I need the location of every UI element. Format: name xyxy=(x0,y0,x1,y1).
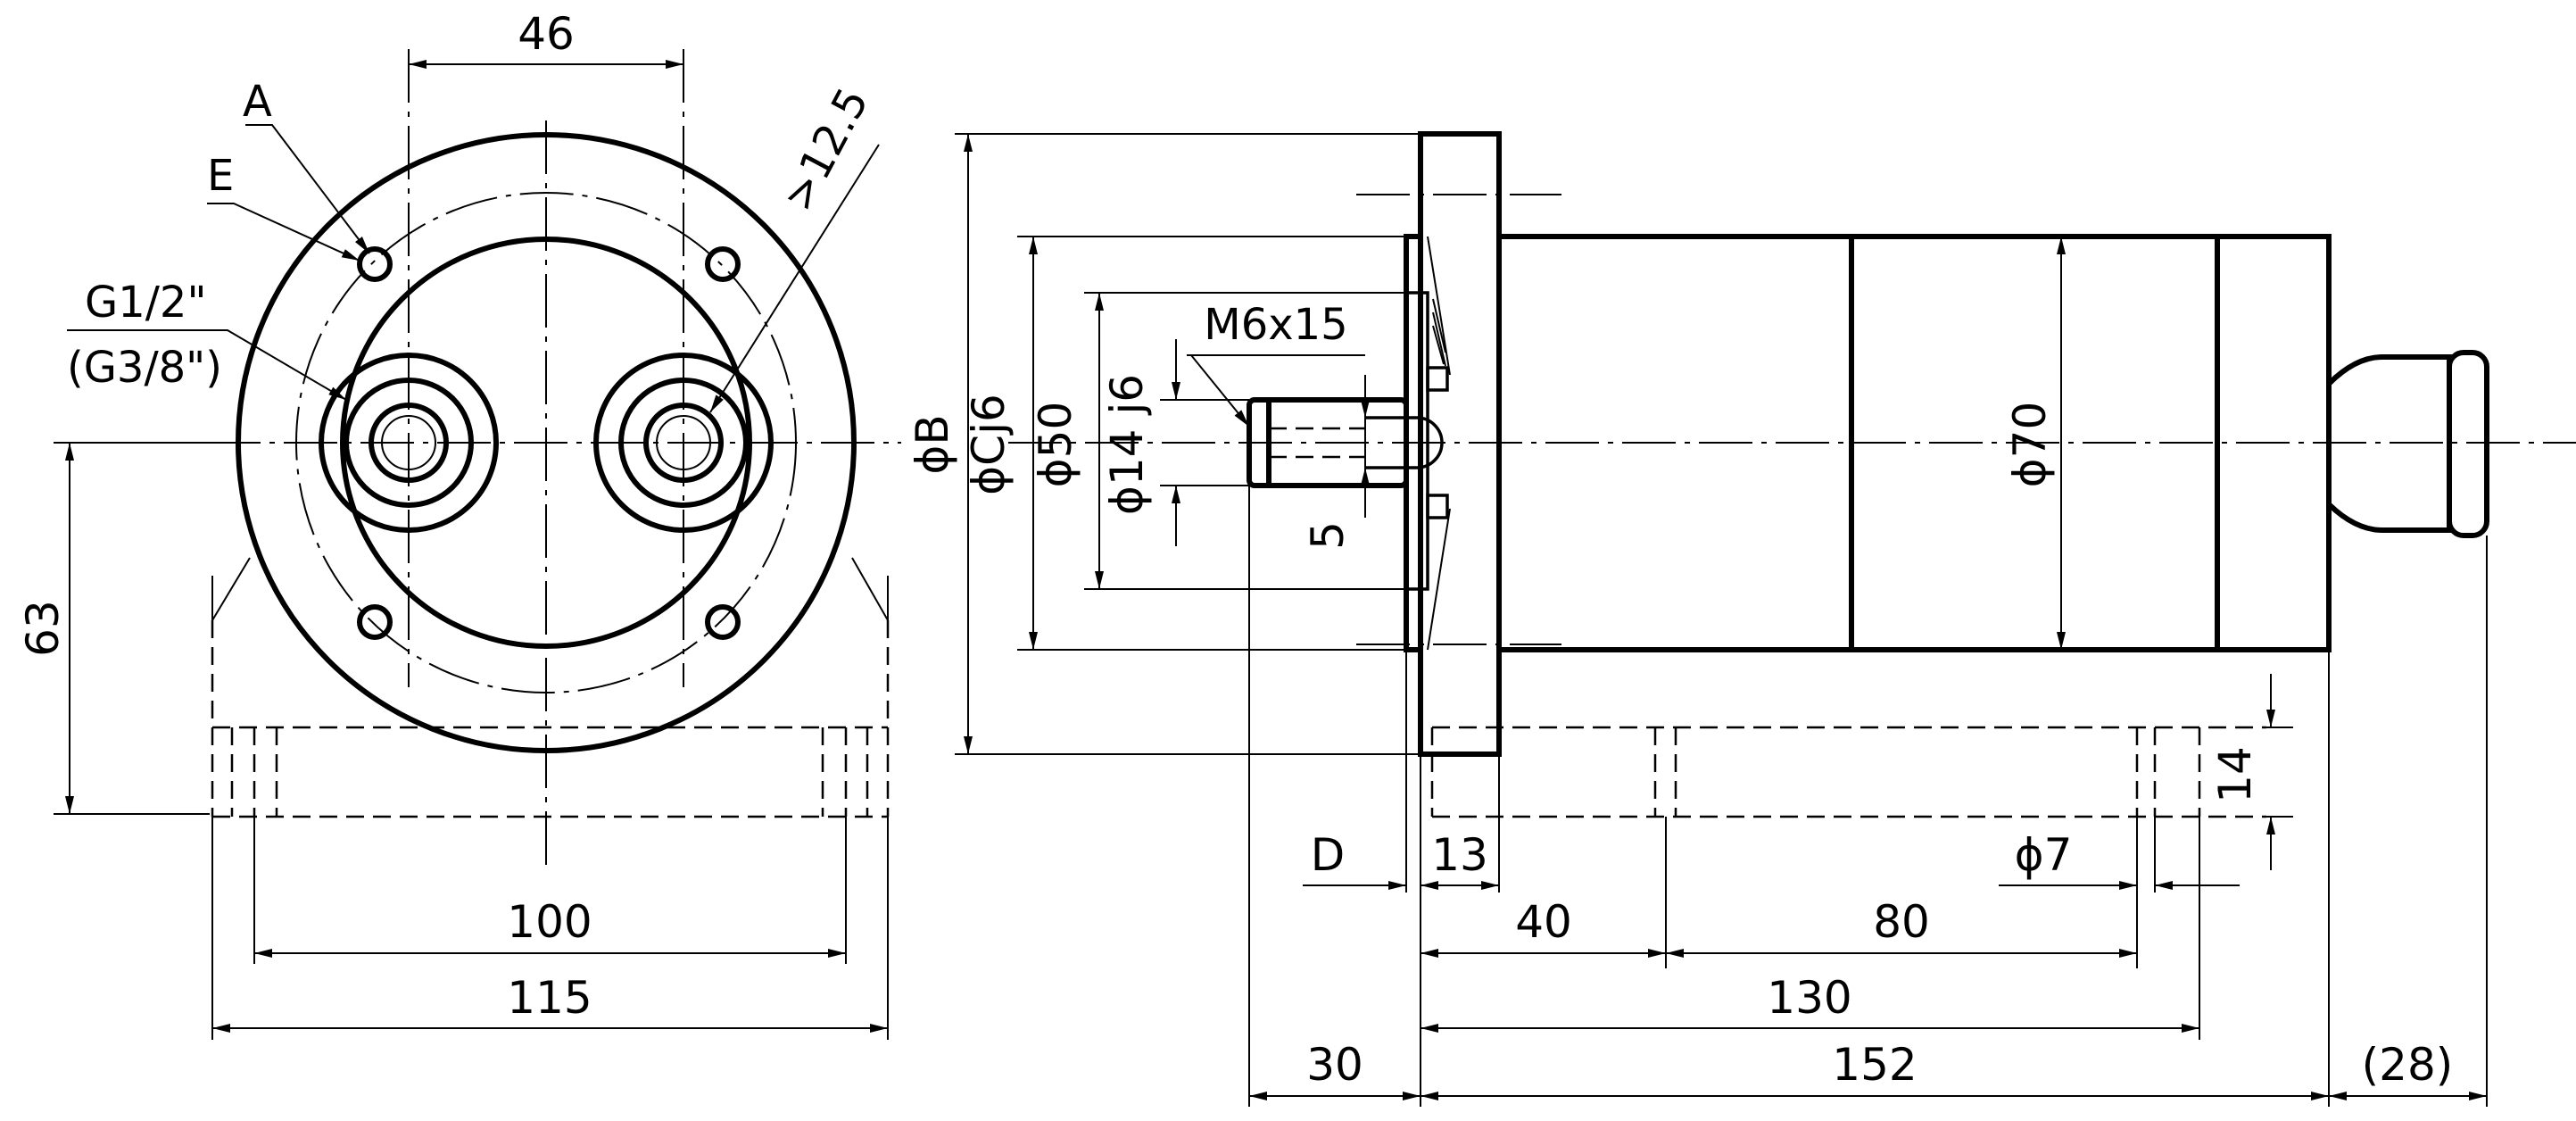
front-port-right xyxy=(593,353,774,533)
dim-7: ϕ7 xyxy=(1999,817,2240,893)
leader-e: E xyxy=(207,151,360,262)
dim-14-label: 14 xyxy=(2209,746,2261,803)
leader-a: A xyxy=(243,77,370,254)
dim-d-label: D xyxy=(1311,829,1346,881)
dim-70: ϕ70 xyxy=(2004,237,2066,650)
dim-100: 100 xyxy=(253,817,847,964)
mounting-hole xyxy=(705,246,741,282)
dim-13: 13 xyxy=(1421,829,1499,890)
dim-152: 152 xyxy=(1421,1039,2329,1100)
dim-115-label: 115 xyxy=(507,972,592,1024)
dim-80-label: 80 xyxy=(1873,896,1930,948)
dim-b: ϕB xyxy=(907,133,1421,755)
dim-70-label: ϕ70 xyxy=(2004,402,2056,488)
side-foot-bracket xyxy=(1430,726,2266,818)
front-port-left xyxy=(319,353,499,533)
thread-callout: M6x15 xyxy=(1187,300,1365,428)
dim-b-label: ϕB xyxy=(907,414,958,474)
dim-63: 63 xyxy=(17,442,210,815)
dim-28-label: (28) xyxy=(2362,1039,2454,1091)
dim-115: 115 xyxy=(211,817,889,1040)
dim-5: 5 xyxy=(1302,375,1370,550)
dim-cj6: ϕCj6 xyxy=(963,236,1406,651)
dim-130: 130 xyxy=(1421,972,2199,1033)
dim-40: 40 xyxy=(1421,896,1666,958)
dim-30-label: 30 xyxy=(1306,1039,1363,1091)
dim-12-5-label: >12.5 xyxy=(773,79,879,219)
front-pilot-circle xyxy=(340,237,752,649)
front-foot-bracket xyxy=(211,557,890,818)
port-thread-alt: (G3/8") xyxy=(67,343,222,393)
dim-5-label: 5 xyxy=(1302,521,1354,550)
dim-28: (28) xyxy=(2329,1039,2487,1100)
leader-port-thread: G1/2" (G3/8") xyxy=(67,278,347,401)
dim-63-label: 63 xyxy=(17,600,69,657)
front-bolt-circle xyxy=(295,192,797,693)
dim-50-label: ϕ50 xyxy=(1030,402,1081,488)
dim-cj6-label: ϕCj6 xyxy=(963,394,1015,495)
dim-7-label: ϕ7 xyxy=(2015,829,2073,881)
dim-d: D xyxy=(1303,829,1406,890)
label-e: E xyxy=(207,151,234,201)
dim-14j6: ϕ14 j6 xyxy=(1101,339,1249,546)
dim-100-label: 100 xyxy=(507,896,592,948)
dim-14j6-label: ϕ14 j6 xyxy=(1101,374,1153,515)
dim-50: ϕ50 xyxy=(1030,292,1406,590)
side-shaft xyxy=(1247,397,1444,488)
dim-152-label: 152 xyxy=(1832,1039,1917,1091)
dim-30: 30 xyxy=(1249,1039,1421,1100)
dim-40-label: 40 xyxy=(1515,896,1572,948)
mounting-hole xyxy=(357,246,393,282)
mounting-hole xyxy=(705,604,741,640)
dim-46-label: 46 xyxy=(518,8,575,60)
dim-46: 46 xyxy=(409,8,683,69)
side-end-cap xyxy=(2326,350,2489,538)
port-thread-main: G1/2" xyxy=(85,278,207,328)
dim-80: 80 xyxy=(1666,896,2137,958)
side-body xyxy=(1496,234,2332,652)
side-flange xyxy=(1356,131,1561,757)
front-flange-outline xyxy=(236,132,857,753)
front-mounting-holes xyxy=(357,246,741,640)
front-view: 46 A E G1/2" (G3/8") >12.5 63 xyxy=(17,8,901,1040)
dim-14: 14 xyxy=(2209,674,2293,870)
mounting-hole xyxy=(357,604,393,640)
side-view: ϕB ϕCj6 ϕ50 ϕ14 j6 M6x15 xyxy=(907,131,2576,1107)
thread-callout-label: M6x15 xyxy=(1204,300,1347,350)
dim-13-label: 13 xyxy=(1431,829,1488,881)
label-a: A xyxy=(243,77,272,127)
dim-130-label: 130 xyxy=(1767,972,1851,1024)
